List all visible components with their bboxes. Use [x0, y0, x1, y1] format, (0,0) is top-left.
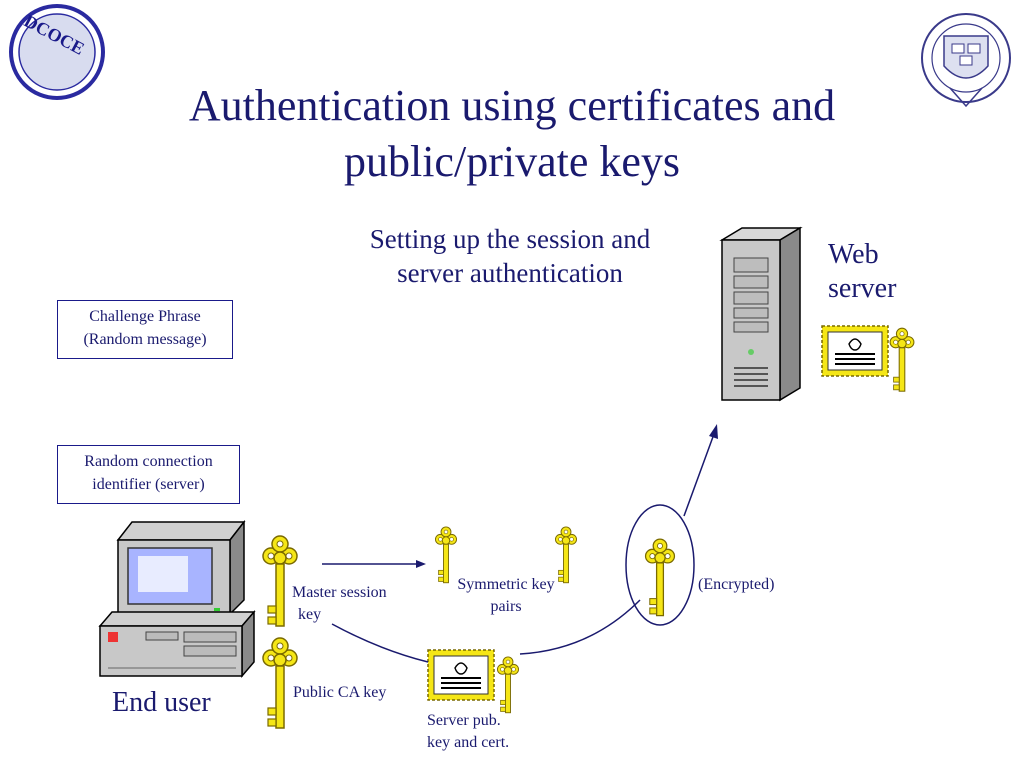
curve-to-encrypted [519, 599, 641, 655]
subtitle-line-2: server authentication [397, 258, 623, 288]
end-user-label: End user [112, 687, 211, 718]
random-id-line-2: identifier (server) [92, 476, 205, 493]
end-user-computer-icon [98, 519, 256, 679]
server-pub-label-line-1: Server pub. [427, 712, 501, 729]
page-title: Authentication using certificates and pu… [0, 78, 1024, 190]
title-line-2: public/private keys [343, 137, 680, 186]
oxford-seal-logo [921, 13, 1011, 108]
web-server-label-line-1: Web [828, 239, 879, 270]
public-ca-key-icon [262, 637, 298, 729]
arrow-to-server [683, 433, 715, 517]
curve-to-cert [331, 623, 429, 663]
server-key-icon [889, 327, 915, 392]
random-id-line-1: Random connection [84, 453, 213, 470]
server-pub-key-label: Server pub. key and cert. [427, 710, 509, 754]
server-pub-certificate-icon [427, 649, 495, 701]
public-ca-key-label: Public CA key [293, 684, 387, 701]
server-pub-key-icon [496, 656, 520, 714]
arrow-head-symmetric [416, 560, 426, 568]
title-line-1: Authentication using certificates and [188, 81, 836, 130]
arrow-head-server [709, 424, 718, 439]
challenge-phrase-box: Challenge Phrase (Random message) [57, 300, 233, 359]
server-certificate-icon [821, 325, 889, 377]
encrypted-ellipse [625, 504, 695, 626]
challenge-line-2: (Random message) [83, 331, 207, 348]
web-server-label-line-2: server [828, 273, 897, 304]
server-pub-label-line-2: key and cert. [427, 734, 510, 751]
subtitle: Setting up the session and server authen… [300, 222, 720, 290]
web-server-icon [719, 226, 803, 402]
dcoce-logo: DCOCE [9, 4, 105, 100]
master-key-label-line-2: key [298, 606, 322, 623]
encrypted-key-icon [644, 538, 676, 617]
subtitle-line-1: Setting up the session and [369, 224, 651, 254]
web-server-label: Web server [828, 238, 896, 306]
random-identifier-box: Random connection identifier (server) [57, 445, 240, 504]
challenge-line-1: Challenge Phrase [89, 308, 201, 325]
encrypted-label: (Encrypted) [698, 576, 775, 593]
symmetric-label-line-1: Symmetric key [457, 576, 555, 593]
master-session-key-label: Master session key [292, 582, 387, 626]
symmetric-key-pairs-label: Symmetric key pairs [430, 574, 582, 618]
master-key-label-line-1: Master session [292, 584, 387, 601]
symmetric-label-line-2: pairs [490, 598, 522, 615]
